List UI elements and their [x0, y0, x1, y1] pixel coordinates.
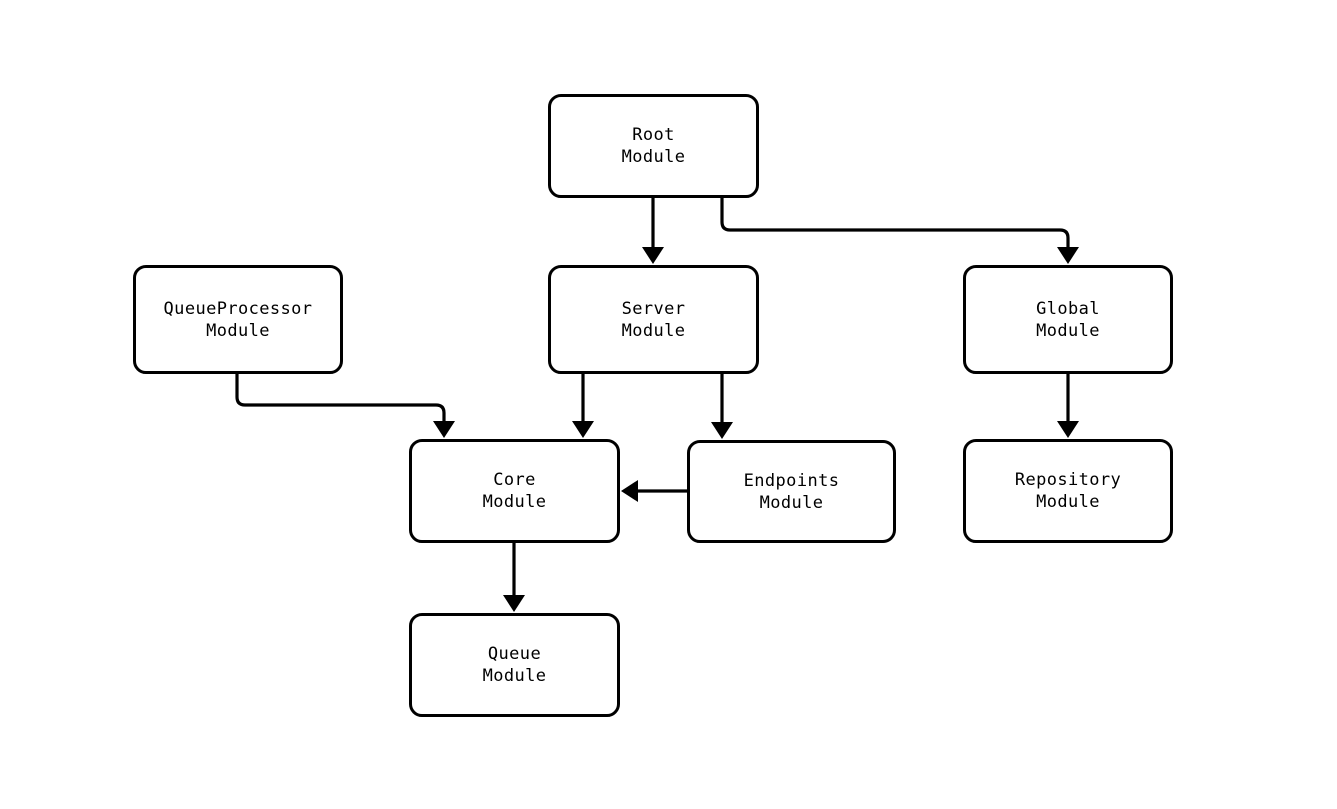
arrowhead-server-core	[572, 421, 594, 438]
node-label-name: Queue	[487, 644, 542, 664]
node-label-name: Global	[1036, 298, 1100, 319]
arrowhead-queueprocessor-core	[433, 421, 455, 438]
node-label-suffix: Module	[482, 492, 547, 512]
arrowhead-core-queue	[503, 595, 525, 612]
node-label-suffix: Module	[621, 147, 686, 167]
arrowhead-root-global	[1057, 247, 1079, 264]
arrowhead-endpoints-core	[621, 480, 638, 502]
arrowhead-global-repository	[1057, 421, 1079, 438]
node-label-suffix: Module	[206, 320, 270, 341]
node-label-suffix: Module	[1036, 492, 1100, 512]
arrowhead-server-endpoints	[711, 422, 733, 439]
node-label-name: Root	[632, 125, 675, 145]
node-label-name: Endpoints	[743, 470, 840, 491]
node-label-name: Repository	[1014, 470, 1122, 490]
arrowhead-root-server	[642, 247, 664, 264]
edge-root-global	[720, 198, 1070, 252]
node-label-name: QueueProcessor	[163, 298, 313, 319]
edge-queueprocessor-core	[235, 374, 446, 426]
node-label-suffix: Module	[1036, 320, 1100, 341]
node-label-suffix: Module	[759, 492, 824, 513]
node-label-suffix: Module	[621, 320, 686, 341]
node-label-name: Core	[493, 470, 536, 490]
node-label-suffix: Module	[482, 666, 547, 686]
node-label-name: Server	[621, 298, 686, 319]
